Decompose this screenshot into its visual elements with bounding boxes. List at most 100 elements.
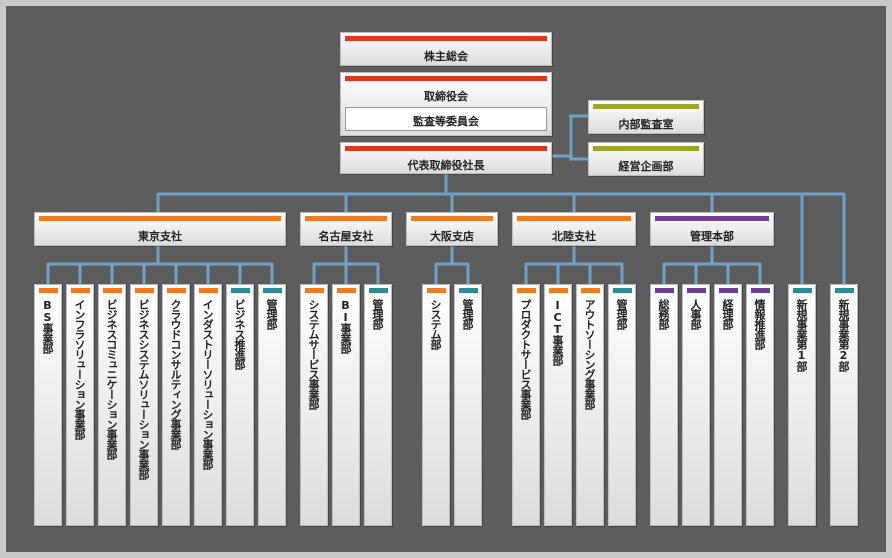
branch-node: 北陸支社 bbox=[512, 212, 636, 246]
unit-accent-bar bbox=[687, 288, 706, 293]
unit-label: インダストリーソリューション事業部 bbox=[201, 299, 214, 469]
unit-accent-bar bbox=[835, 288, 854, 293]
unit-node: インダストリーソリューション事業部 bbox=[194, 284, 222, 526]
unit-node: インフラソリューション事業部 bbox=[66, 284, 94, 526]
unit-node: システムサービス事業部 bbox=[300, 284, 328, 526]
unit-label: 経理部 bbox=[721, 299, 734, 329]
unit-label: BI事業部 bbox=[339, 299, 352, 353]
unit-accent-bar bbox=[337, 288, 356, 293]
unit-label: ICT事業部 bbox=[551, 299, 564, 365]
unit-accent-bar bbox=[39, 288, 58, 293]
unit-node: 情報推進部 bbox=[746, 284, 774, 526]
node-shareholders-label: 株主総会 bbox=[424, 50, 468, 63]
unit-label: インフラソリューション事業部 bbox=[73, 299, 86, 439]
unit-accent-bar bbox=[751, 288, 770, 293]
branch-label: 大阪支店 bbox=[430, 230, 474, 243]
unit-node: ビジネス推進部 bbox=[226, 284, 254, 526]
node-audit-committee-label: 監査等委員会 bbox=[413, 115, 479, 128]
unit-accent-bar bbox=[199, 288, 218, 293]
node-board: 取締役会 監査等委員会 bbox=[340, 72, 552, 136]
unit-node: 人事部 bbox=[682, 284, 710, 526]
unit-accent-bar bbox=[369, 288, 388, 293]
branch-accent-bar bbox=[39, 216, 281, 221]
branch-accent-bar bbox=[517, 216, 631, 221]
node-accent-bar bbox=[345, 146, 547, 151]
node-internal-audit: 内部監査室 bbox=[588, 100, 704, 134]
unit-label: アウトソーシング事業部 bbox=[583, 299, 596, 409]
connector-lines bbox=[46, 114, 846, 284]
unit-label: 管理部 bbox=[265, 299, 278, 329]
unit-label: クラウドコンサルティング事業部 bbox=[169, 299, 182, 449]
unit-label: システム部 bbox=[429, 299, 442, 349]
unit-accent-bar bbox=[549, 288, 568, 293]
node-accent-bar bbox=[593, 104, 699, 109]
node-president-label: 代表取締役社長 bbox=[407, 159, 485, 172]
unit-label: システムサービス事業部 bbox=[307, 299, 320, 409]
unit-node: ビジネスコミュニケーション事業部 bbox=[98, 284, 126, 526]
unit-node: ICT事業部 bbox=[544, 284, 572, 526]
branch-accent-bar bbox=[305, 216, 387, 221]
unit-node: 管理部 bbox=[454, 284, 482, 526]
branch-node: 管理本部 bbox=[650, 212, 774, 246]
unit-node: ビジネスシステムソリューション事業部 bbox=[130, 284, 158, 526]
node-accent-bar bbox=[345, 36, 547, 41]
unit-accent-bar bbox=[655, 288, 674, 293]
branch-accent-bar bbox=[411, 216, 493, 221]
unit-node: プロダクトサービス事業部 bbox=[512, 284, 540, 526]
unit-node: クラウドコンサルティング事業部 bbox=[162, 284, 190, 526]
node-planning-label: 経営企画部 bbox=[618, 160, 674, 173]
unit-accent-bar bbox=[427, 288, 446, 293]
node-planning: 経営企画部 bbox=[588, 142, 704, 176]
unit-label: 管理部 bbox=[615, 299, 628, 329]
branch-label: 東京支社 bbox=[138, 230, 182, 243]
branch-label: 北陸支社 bbox=[552, 230, 596, 243]
unit-accent-bar bbox=[517, 288, 536, 293]
unit-node: 管理部 bbox=[364, 284, 392, 526]
unit-node: 経理部 bbox=[714, 284, 742, 526]
branch-node: 大阪支店 bbox=[406, 212, 498, 246]
node-audit-committee: 監査等委員会 bbox=[345, 107, 547, 131]
unit-node: システム部 bbox=[422, 284, 450, 526]
unit-accent-bar bbox=[135, 288, 154, 293]
unit-label: 情報推進部 bbox=[753, 299, 766, 349]
unit-accent-bar bbox=[305, 288, 324, 293]
unit-accent-bar bbox=[71, 288, 90, 293]
unit-accent-bar bbox=[167, 288, 186, 293]
node-internal-audit-label: 内部監査室 bbox=[618, 118, 674, 131]
unit-node: アウトソーシング事業部 bbox=[576, 284, 604, 526]
unit-node: 総務部 bbox=[650, 284, 678, 526]
branch-accent-bar bbox=[655, 216, 769, 221]
unit-node: 管理部 bbox=[608, 284, 636, 526]
unit-node: BI事業部 bbox=[332, 284, 360, 526]
unit-label: ビジネスコミュニケーション事業部 bbox=[105, 299, 118, 459]
node-president: 代表取締役社長 bbox=[340, 142, 552, 174]
branch-label: 名古屋支社 bbox=[318, 230, 374, 243]
unit-label: 新規事業第2部 bbox=[837, 299, 850, 371]
unit-accent-bar bbox=[231, 288, 250, 293]
branch-label: 管理本部 bbox=[690, 230, 734, 243]
unit-label: ビジネスシステムソリューション事業部 bbox=[137, 299, 150, 479]
unit-accent-bar bbox=[459, 288, 478, 293]
unit-label: 総務部 bbox=[657, 299, 670, 329]
unit-accent-bar bbox=[793, 288, 812, 293]
unit-label: ビジネス推進部 bbox=[233, 299, 246, 369]
unit-label: 管理部 bbox=[371, 299, 384, 329]
unit-accent-bar bbox=[103, 288, 122, 293]
branch-node: 名古屋支社 bbox=[300, 212, 392, 246]
node-accent-bar bbox=[345, 76, 547, 81]
node-board-label: 取締役会 bbox=[424, 90, 468, 103]
node-accent-bar bbox=[593, 146, 699, 151]
unit-label: 管理部 bbox=[461, 299, 474, 329]
unit-label: 人事部 bbox=[689, 299, 702, 329]
unit-node: 新規事業第2部 bbox=[830, 284, 858, 526]
unit-label: プロダクトサービス事業部 bbox=[519, 299, 532, 419]
unit-label: BS事業部 bbox=[41, 299, 54, 353]
unit-accent-bar bbox=[719, 288, 738, 293]
node-shareholders: 株主総会 bbox=[340, 32, 552, 66]
unit-label: 新規事業第1部 bbox=[795, 299, 808, 371]
branch-node: 東京支社 bbox=[34, 212, 286, 246]
unit-node: 新規事業第1部 bbox=[788, 284, 816, 526]
unit-node: BS事業部 bbox=[34, 284, 62, 526]
unit-node: 管理部 bbox=[258, 284, 286, 526]
